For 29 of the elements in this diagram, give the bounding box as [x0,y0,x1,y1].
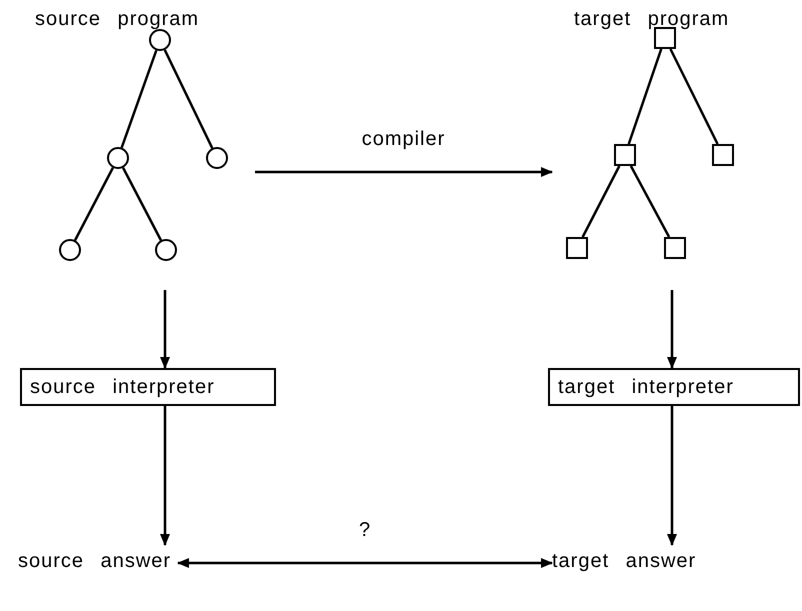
tree-node-square [566,237,588,259]
tree-node-circle [59,239,81,261]
tree-branch [164,49,214,149]
tree-title: target program [574,8,730,31]
tree-branch [669,48,719,145]
interpreter-box: source interpreter [20,368,276,406]
tree-node-circle [149,29,171,51]
tree-node-square [712,144,734,166]
tree-branch [630,165,670,238]
arrow [160,290,170,369]
tree-branch [122,167,162,241]
arrow [160,406,170,546]
interpreter-box: target interpreter [548,368,800,406]
tree-node-circle [107,147,129,169]
tree-branch [74,167,114,241]
tree-branch [120,50,158,148]
arrow [255,167,553,177]
tree-branch [582,165,620,238]
answer-label: target answer [552,545,762,577]
arrow [667,290,677,369]
arrow [667,406,677,546]
tree-node-square [664,237,686,259]
tree-node-circle [206,147,228,169]
tree-branch [628,48,662,144]
tree-node-circle [155,239,177,261]
double-arrow [177,558,553,568]
tree-node-square [614,144,636,166]
tree-title: source program [35,8,200,31]
answer-label: source answer [18,545,178,577]
